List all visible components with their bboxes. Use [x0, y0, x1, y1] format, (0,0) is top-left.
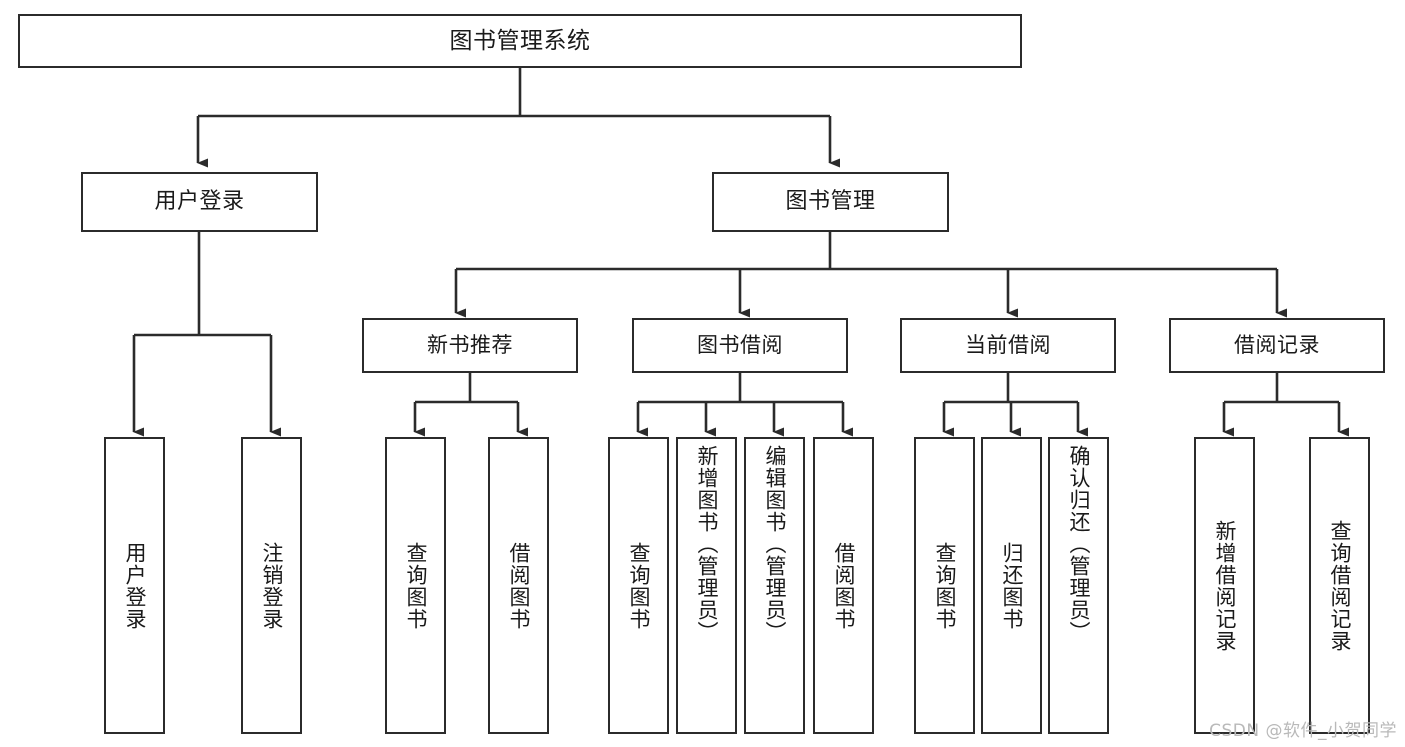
- node-label: 查询图书: [404, 541, 428, 630]
- leaf-logout[interactable]: 注销登录: [241, 437, 302, 734]
- node-label: 借阅图书: [507, 541, 531, 630]
- leaf-query-book-borrow[interactable]: 查询图书: [608, 437, 669, 734]
- node-label: 新增借阅记录: [1213, 519, 1237, 652]
- node-new-book-recommend[interactable]: 新书推荐: [362, 318, 578, 373]
- node-label: 借阅记录: [1234, 333, 1320, 358]
- node-label: 图书借阅: [697, 333, 783, 358]
- node-label: 用户登录: [154, 189, 245, 215]
- node-label: 新书推荐: [427, 333, 513, 358]
- leaf-borrow-book-borrow[interactable]: 借阅图书: [813, 437, 874, 734]
- node-label: 新增图书（管理员）: [695, 445, 719, 643]
- leaf-borrow-book-recommend[interactable]: 借阅图书: [488, 437, 549, 734]
- node-label: 归还图书: [1000, 541, 1024, 630]
- node-borrow-record[interactable]: 借阅记录: [1169, 318, 1385, 373]
- node-label: 借阅图书: [832, 541, 856, 630]
- node-book-management[interactable]: 图书管理: [712, 172, 949, 232]
- leaf-add-borrow-record[interactable]: 新增借阅记录: [1194, 437, 1255, 734]
- node-root-system[interactable]: 图书管理系统: [18, 14, 1022, 68]
- leaf-query-borrow-record[interactable]: 查询借阅记录: [1309, 437, 1370, 734]
- leaf-user-login[interactable]: 用户登录: [104, 437, 165, 734]
- node-label: 用户登录: [123, 541, 147, 630]
- node-label: 查询借阅记录: [1328, 519, 1352, 652]
- node-label: 当前借阅: [965, 333, 1051, 358]
- leaf-confirm-return-admin[interactable]: 确认归还（管理员）: [1048, 437, 1109, 734]
- node-label: 注销登录: [260, 541, 284, 630]
- node-label: 查询图书: [627, 541, 651, 630]
- node-current-borrow[interactable]: 当前借阅: [900, 318, 1116, 373]
- watermark-credit: CSDN @软件_小贺同学: [1209, 721, 1397, 741]
- node-label: 查询图书: [933, 541, 957, 630]
- node-label: 图书管理: [785, 189, 876, 215]
- node-label: 确认归还（管理员）: [1067, 445, 1091, 643]
- leaf-return-book[interactable]: 归还图书: [981, 437, 1042, 734]
- node-user-login[interactable]: 用户登录: [81, 172, 318, 232]
- leaf-query-book-recommend[interactable]: 查询图书: [385, 437, 446, 734]
- node-label: 图书管理系统: [449, 27, 591, 54]
- leaf-query-book-current[interactable]: 查询图书: [914, 437, 975, 734]
- leaf-add-book-admin[interactable]: 新增图书（管理员）: [676, 437, 737, 734]
- node-book-borrow[interactable]: 图书借阅: [632, 318, 848, 373]
- node-label: 编辑图书（管理员）: [763, 445, 787, 643]
- leaf-edit-book-admin[interactable]: 编辑图书（管理员）: [744, 437, 805, 734]
